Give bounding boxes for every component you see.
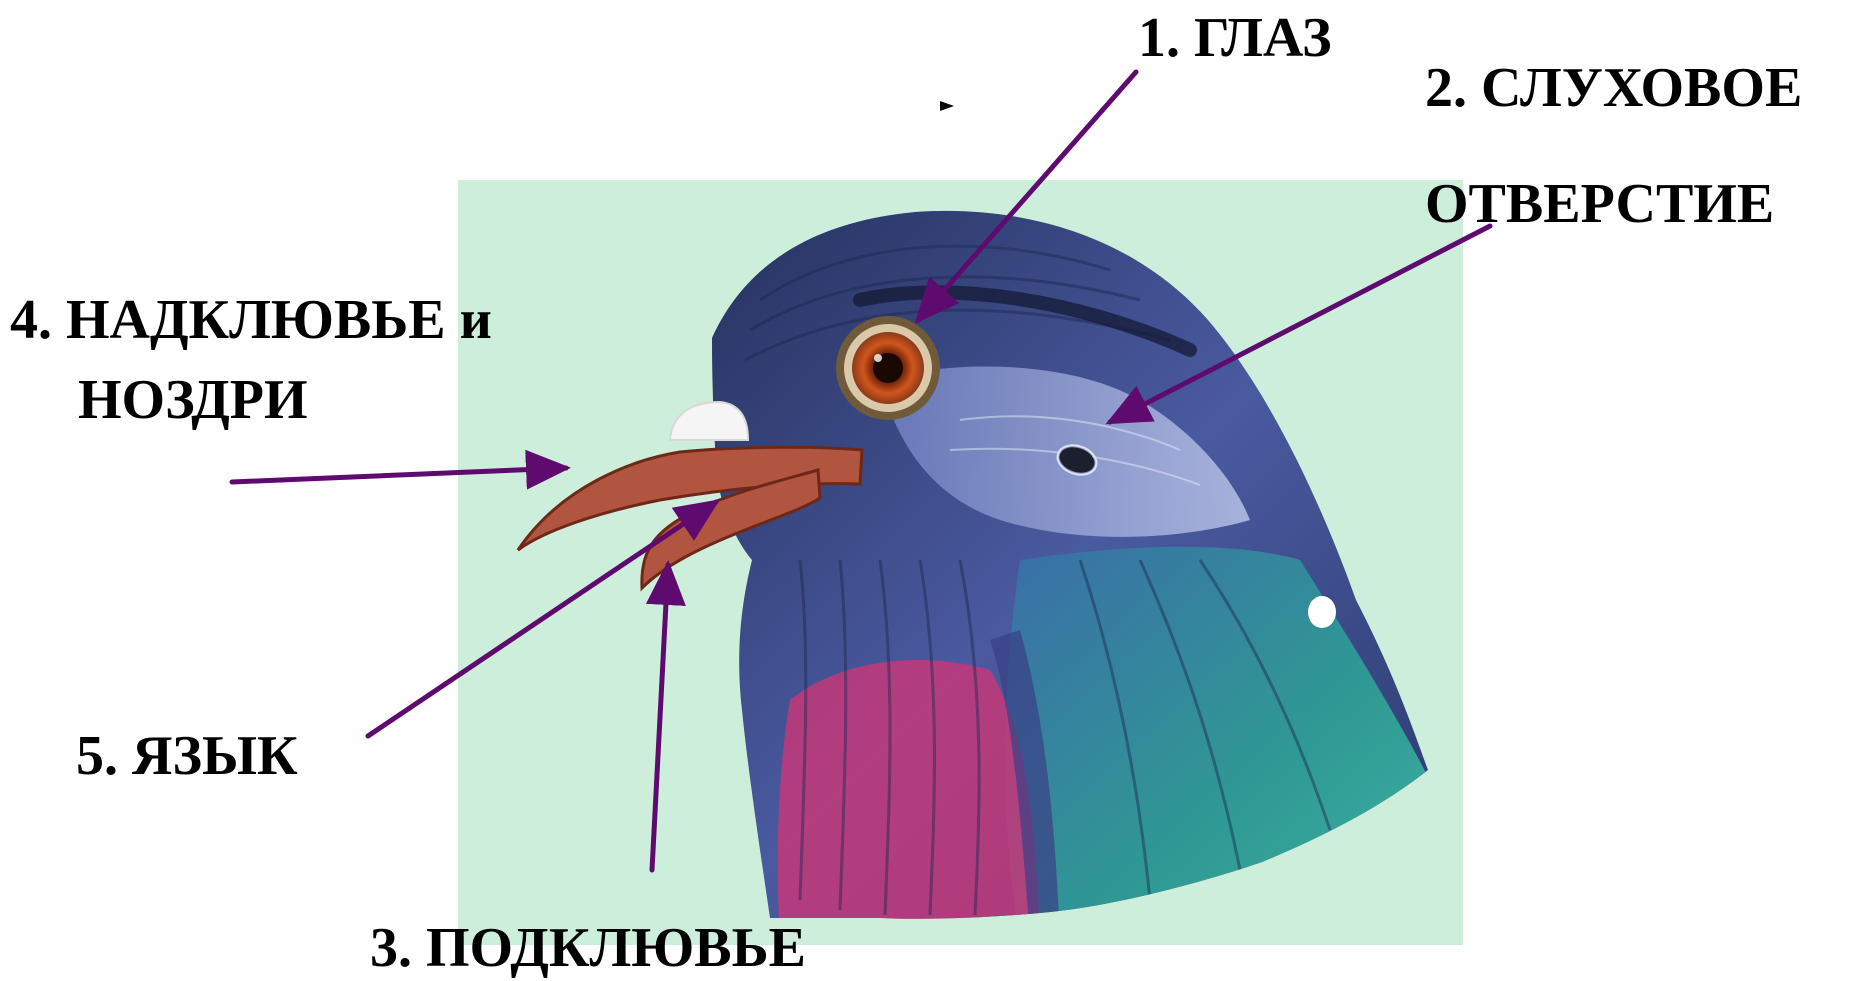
label-upper-beak-line1: 4. НАДКЛЮВЬЕ и bbox=[10, 280, 492, 360]
label-lower-beak: 3. ПОДКЛЮВЬЕ bbox=[370, 912, 806, 981]
small-marker bbox=[940, 101, 954, 111]
eye bbox=[836, 316, 940, 420]
label-ear-line1: 2. СЛУХОВОЕ bbox=[1425, 30, 1802, 146]
label-lower-beak-text: 3. ПОДКЛЮВЬЕ bbox=[370, 912, 806, 981]
label-upper-beak-line2: НОЗДРИ bbox=[10, 360, 492, 440]
label-upper-beak: 4. НАДКЛЮВЬЕ и НОЗДРИ bbox=[10, 280, 492, 440]
label-tongue: 5. ЯЗЫК bbox=[76, 720, 298, 792]
label-tongue-text: 5. ЯЗЫК bbox=[76, 720, 298, 792]
neck-spot bbox=[1308, 596, 1336, 628]
label-eye-text: 1. ГЛАЗ bbox=[1138, 2, 1332, 74]
label-eye: 1. ГЛАЗ bbox=[1138, 2, 1332, 74]
label-ear-line2: ОТВЕРСТИЕ bbox=[1425, 146, 1802, 262]
label-ear-opening: 2. СЛУХОВОЕ ОТВЕРСТИЕ bbox=[1425, 30, 1802, 262]
